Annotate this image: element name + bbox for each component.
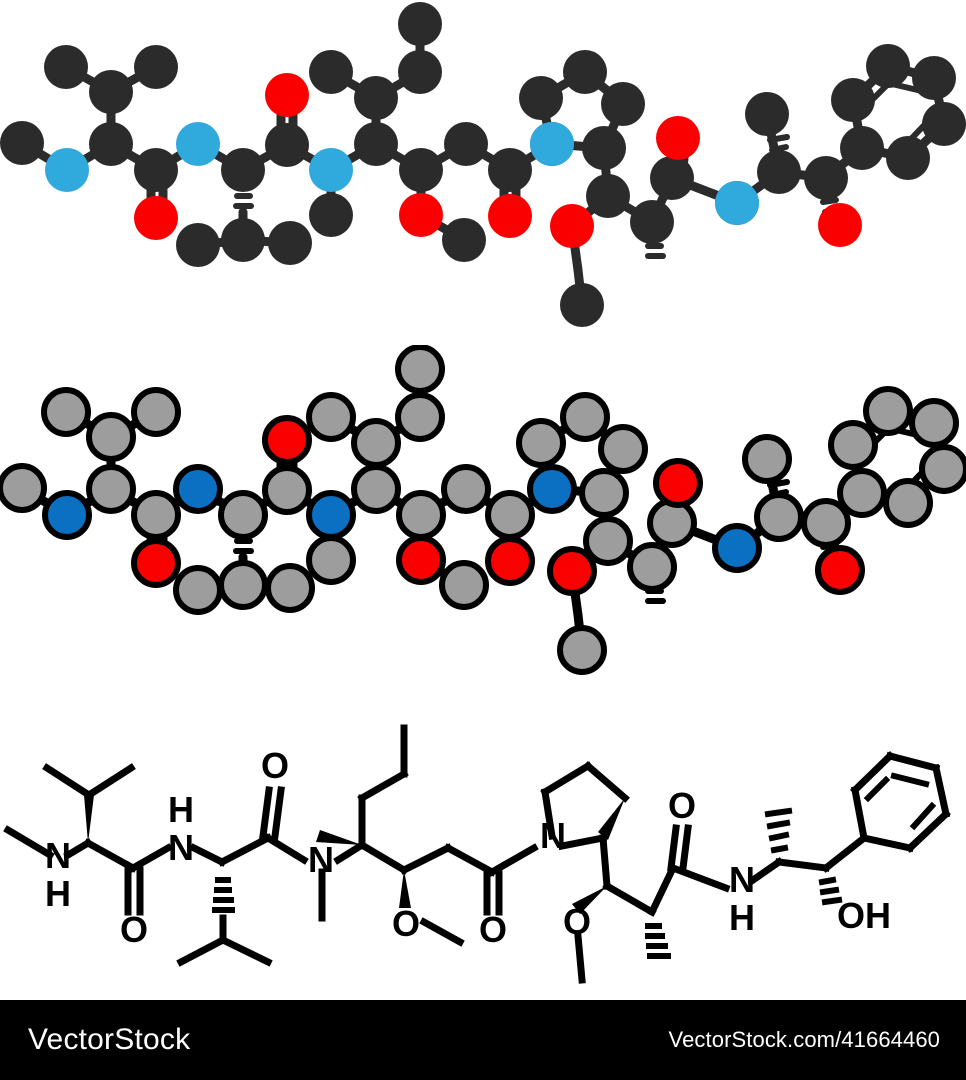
skeletal-atom-labels: N H O N H O N O O N O O N H OH xyxy=(45,745,891,950)
atom-group-dark xyxy=(0,2,966,327)
nitrogen-label-amide-3: N xyxy=(729,859,755,900)
nitrogen-label-amide-2: N xyxy=(168,827,194,868)
oxygen-label-amide-2: O xyxy=(261,745,289,786)
skeletal-bond-group xyxy=(3,724,951,984)
panel-ball-and-stick-dark xyxy=(0,0,966,345)
vectorstock-brand-label: VectorStock xyxy=(28,1023,191,1056)
panel-ball-and-stick-gray xyxy=(0,345,966,690)
oxygen-label-amide-3: O xyxy=(668,785,696,826)
nitrogen-label-nmethyl: N xyxy=(308,839,334,880)
panel-skeletal-structure: N H O N H O N O O N O O N H OH xyxy=(0,690,966,1000)
oxygen-label-amide-1: O xyxy=(120,909,148,950)
oxygen-label-ketone: O xyxy=(479,909,507,950)
atom-group-gray xyxy=(0,345,966,675)
nitrogen-label-pyrrolidine: N xyxy=(540,815,566,856)
hydroxyl-label: OH xyxy=(837,895,891,936)
oxygen-label-methoxy-2: O xyxy=(563,901,591,942)
nitrogen-label-valine: N xyxy=(45,835,71,876)
hydrogen-label-valine: H xyxy=(45,873,71,914)
vectorstock-url-label: VectorStock.com/41664460 xyxy=(668,1027,940,1052)
oxygen-label-methoxy-1: O xyxy=(392,903,420,944)
hydrogen-label-amide-3: H xyxy=(729,897,755,938)
hydrogen-label-amide-2: H xyxy=(168,789,194,830)
watermark-footer-bar: VectorStock VectorStock.com/41664460 xyxy=(0,1000,966,1080)
